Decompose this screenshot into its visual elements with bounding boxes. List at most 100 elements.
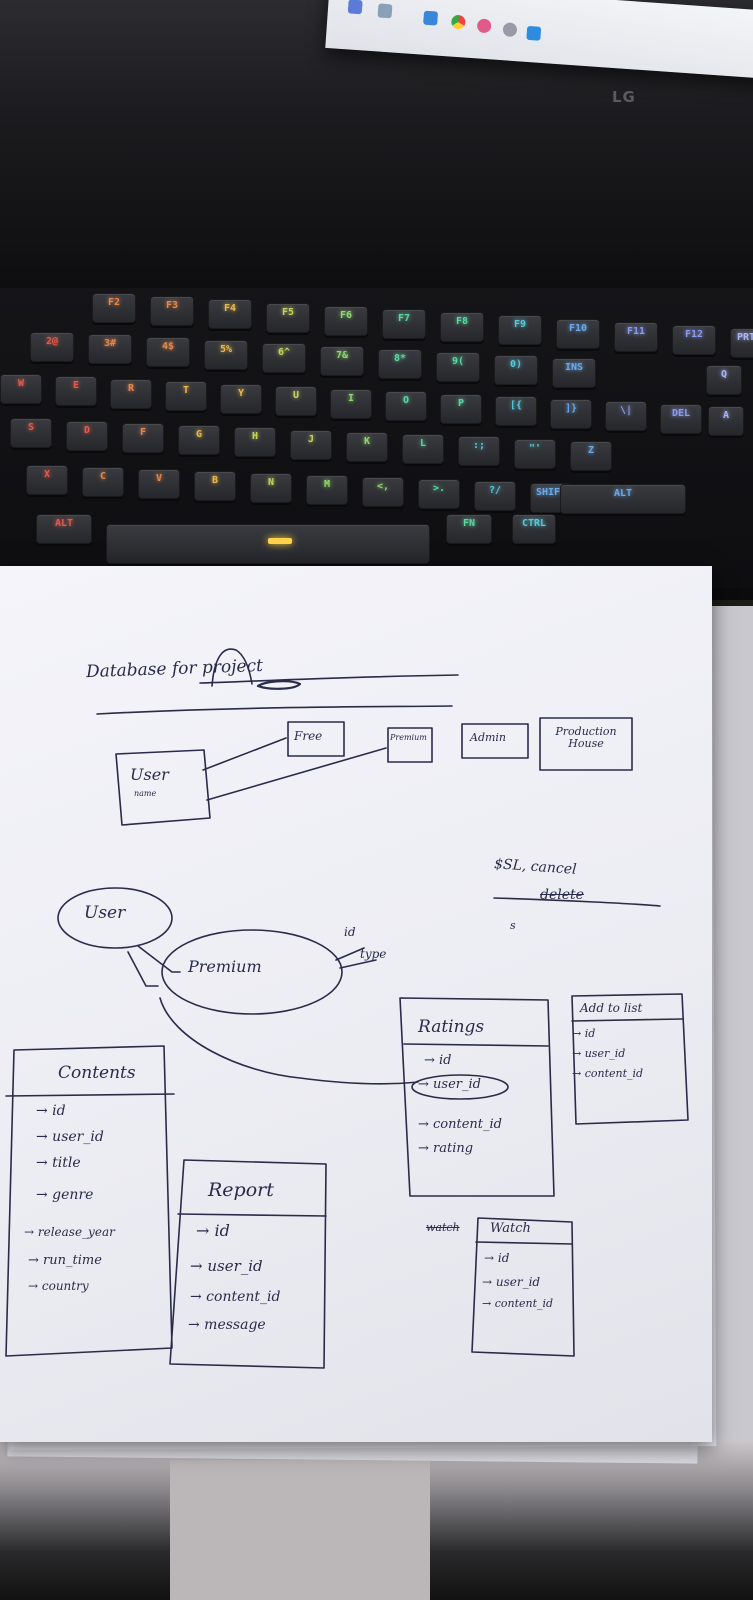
er-premium-attr: type bbox=[360, 947, 387, 961]
report-field: → id bbox=[196, 1221, 230, 1240]
keyboard-key: S bbox=[10, 418, 52, 449]
contents-field: → id bbox=[36, 1103, 66, 1119]
keyboard-key: 9( bbox=[436, 351, 480, 382]
contents-field: → country bbox=[28, 1279, 89, 1293]
keyboard-key: 8* bbox=[378, 348, 422, 379]
keyboard-key: C bbox=[82, 466, 124, 497]
keyboard-key: A bbox=[708, 405, 744, 436]
report-field: → message bbox=[188, 1317, 266, 1333]
ratings-field: → user_id bbox=[418, 1077, 481, 1092]
keyboard-key: T bbox=[165, 381, 207, 412]
er-premium-label: Premium bbox=[188, 957, 262, 976]
contents-field: → release_year bbox=[24, 1225, 115, 1239]
keyboard-key: PRTSC bbox=[730, 328, 753, 359]
ratings-field: → id bbox=[424, 1053, 452, 1068]
keyboard-key: W bbox=[0, 374, 42, 404]
keyboard-key: ]} bbox=[550, 398, 592, 429]
monitor: LG bbox=[0, 0, 753, 300]
user-box-title: User bbox=[130, 765, 169, 784]
ratings-field: → content_id bbox=[418, 1117, 502, 1132]
keyboard-key: Y bbox=[220, 383, 262, 414]
monitor-brand-logo: LG bbox=[612, 88, 636, 106]
watch-field: → id bbox=[484, 1251, 510, 1265]
keyboard-key: 5% bbox=[204, 340, 248, 371]
add-to-list-field: → id bbox=[572, 1027, 596, 1040]
keyboard-key: Z bbox=[570, 440, 612, 471]
keyboard-key: INS bbox=[552, 357, 596, 388]
keyboard-key: F11 bbox=[614, 321, 658, 352]
keyboard-key: Q bbox=[706, 365, 742, 396]
keyboard-key: E bbox=[55, 376, 97, 407]
keyboard-key: F10 bbox=[556, 318, 600, 349]
keyboard-key: 6^ bbox=[262, 343, 306, 374]
keyboard-key: F5 bbox=[266, 302, 310, 333]
report-field: → user_id bbox=[190, 1257, 263, 1275]
keyboard-key: F9 bbox=[498, 315, 542, 346]
keyboard-key: :; bbox=[458, 436, 500, 467]
cloth bbox=[170, 1460, 430, 1600]
keyboard-key: DEL bbox=[660, 403, 702, 434]
role-admin: Admin bbox=[470, 731, 507, 744]
keyboard-key: ALT bbox=[560, 483, 686, 514]
contents-field: → user_id bbox=[36, 1129, 104, 1145]
contents-field: → title bbox=[36, 1155, 81, 1171]
side-note: delete bbox=[540, 887, 584, 903]
keyboard-key: >. bbox=[418, 478, 460, 509]
keyboard-key: J bbox=[290, 429, 332, 460]
keyboard-key: <, bbox=[362, 476, 404, 507]
keyboard-key: B bbox=[194, 470, 236, 501]
keyboard-key: U bbox=[275, 386, 317, 417]
report-field: → content_id bbox=[190, 1289, 281, 1305]
keyboard-key: F6 bbox=[324, 305, 368, 336]
keyboard-key: H bbox=[234, 427, 276, 458]
role-free: Free bbox=[294, 729, 323, 743]
keyboard-key: F3 bbox=[150, 296, 194, 327]
ratings-field: → rating bbox=[418, 1141, 474, 1156]
spacebar bbox=[106, 524, 430, 564]
user-box-sub: name bbox=[134, 789, 157, 798]
keyboard-key: F7 bbox=[382, 309, 426, 339]
role-premium: Premium bbox=[390, 733, 427, 742]
ratings-title: Ratings bbox=[418, 1017, 485, 1037]
keyboard-key: V bbox=[138, 468, 180, 499]
keyboard-key: F4 bbox=[208, 299, 252, 330]
contents-field: → genre bbox=[36, 1187, 94, 1203]
keyboard-key: P bbox=[440, 393, 482, 424]
keyboard-key: N bbox=[250, 472, 292, 503]
notebook-paper bbox=[0, 566, 712, 1442]
side-note: s bbox=[510, 919, 516, 932]
add-to-list-title: Add to list bbox=[580, 1001, 643, 1015]
keyboard-key: D bbox=[66, 420, 108, 451]
keyboard-key: CTRL bbox=[512, 514, 556, 544]
keyboard-key: R bbox=[110, 378, 152, 409]
keyboard-key: F2 bbox=[92, 293, 136, 324]
keyboard-key: M bbox=[306, 474, 348, 505]
keyboard-key: X bbox=[26, 464, 68, 495]
watch-title: Watch bbox=[490, 1221, 531, 1236]
report-title: Report bbox=[208, 1179, 274, 1201]
keyboard-key: 3# bbox=[88, 334, 132, 365]
keyboard-key: K bbox=[346, 431, 388, 462]
keyboard-key: F bbox=[122, 422, 164, 453]
contents-title: Contents bbox=[58, 1063, 136, 1083]
spacebar-light bbox=[268, 538, 292, 544]
keyboard-key: [{ bbox=[495, 396, 537, 427]
add-to-list-field: → user_id bbox=[572, 1047, 626, 1060]
watch-field: → content_id bbox=[482, 1297, 554, 1310]
role-production-house: Production House bbox=[555, 725, 617, 751]
keyboard-key: FN bbox=[446, 514, 492, 544]
keyboard-key: \| bbox=[605, 401, 647, 432]
er-user-label: User bbox=[84, 903, 126, 923]
watch-prefix: watch bbox=[426, 1221, 460, 1234]
keyboard-key: I bbox=[330, 388, 372, 419]
keyboard-key: 4$ bbox=[146, 337, 190, 368]
keyboard-key: ALT bbox=[36, 514, 92, 544]
keyboard-key: G bbox=[178, 425, 220, 456]
keyboard-key: L bbox=[402, 434, 444, 465]
add-to-list-field: → content_id bbox=[572, 1067, 644, 1080]
keyboard-key: 7& bbox=[320, 346, 364, 376]
contents-field: → run_time bbox=[28, 1253, 102, 1268]
keyboard-key: O bbox=[385, 391, 427, 422]
keyboard-key: F8 bbox=[440, 312, 484, 343]
